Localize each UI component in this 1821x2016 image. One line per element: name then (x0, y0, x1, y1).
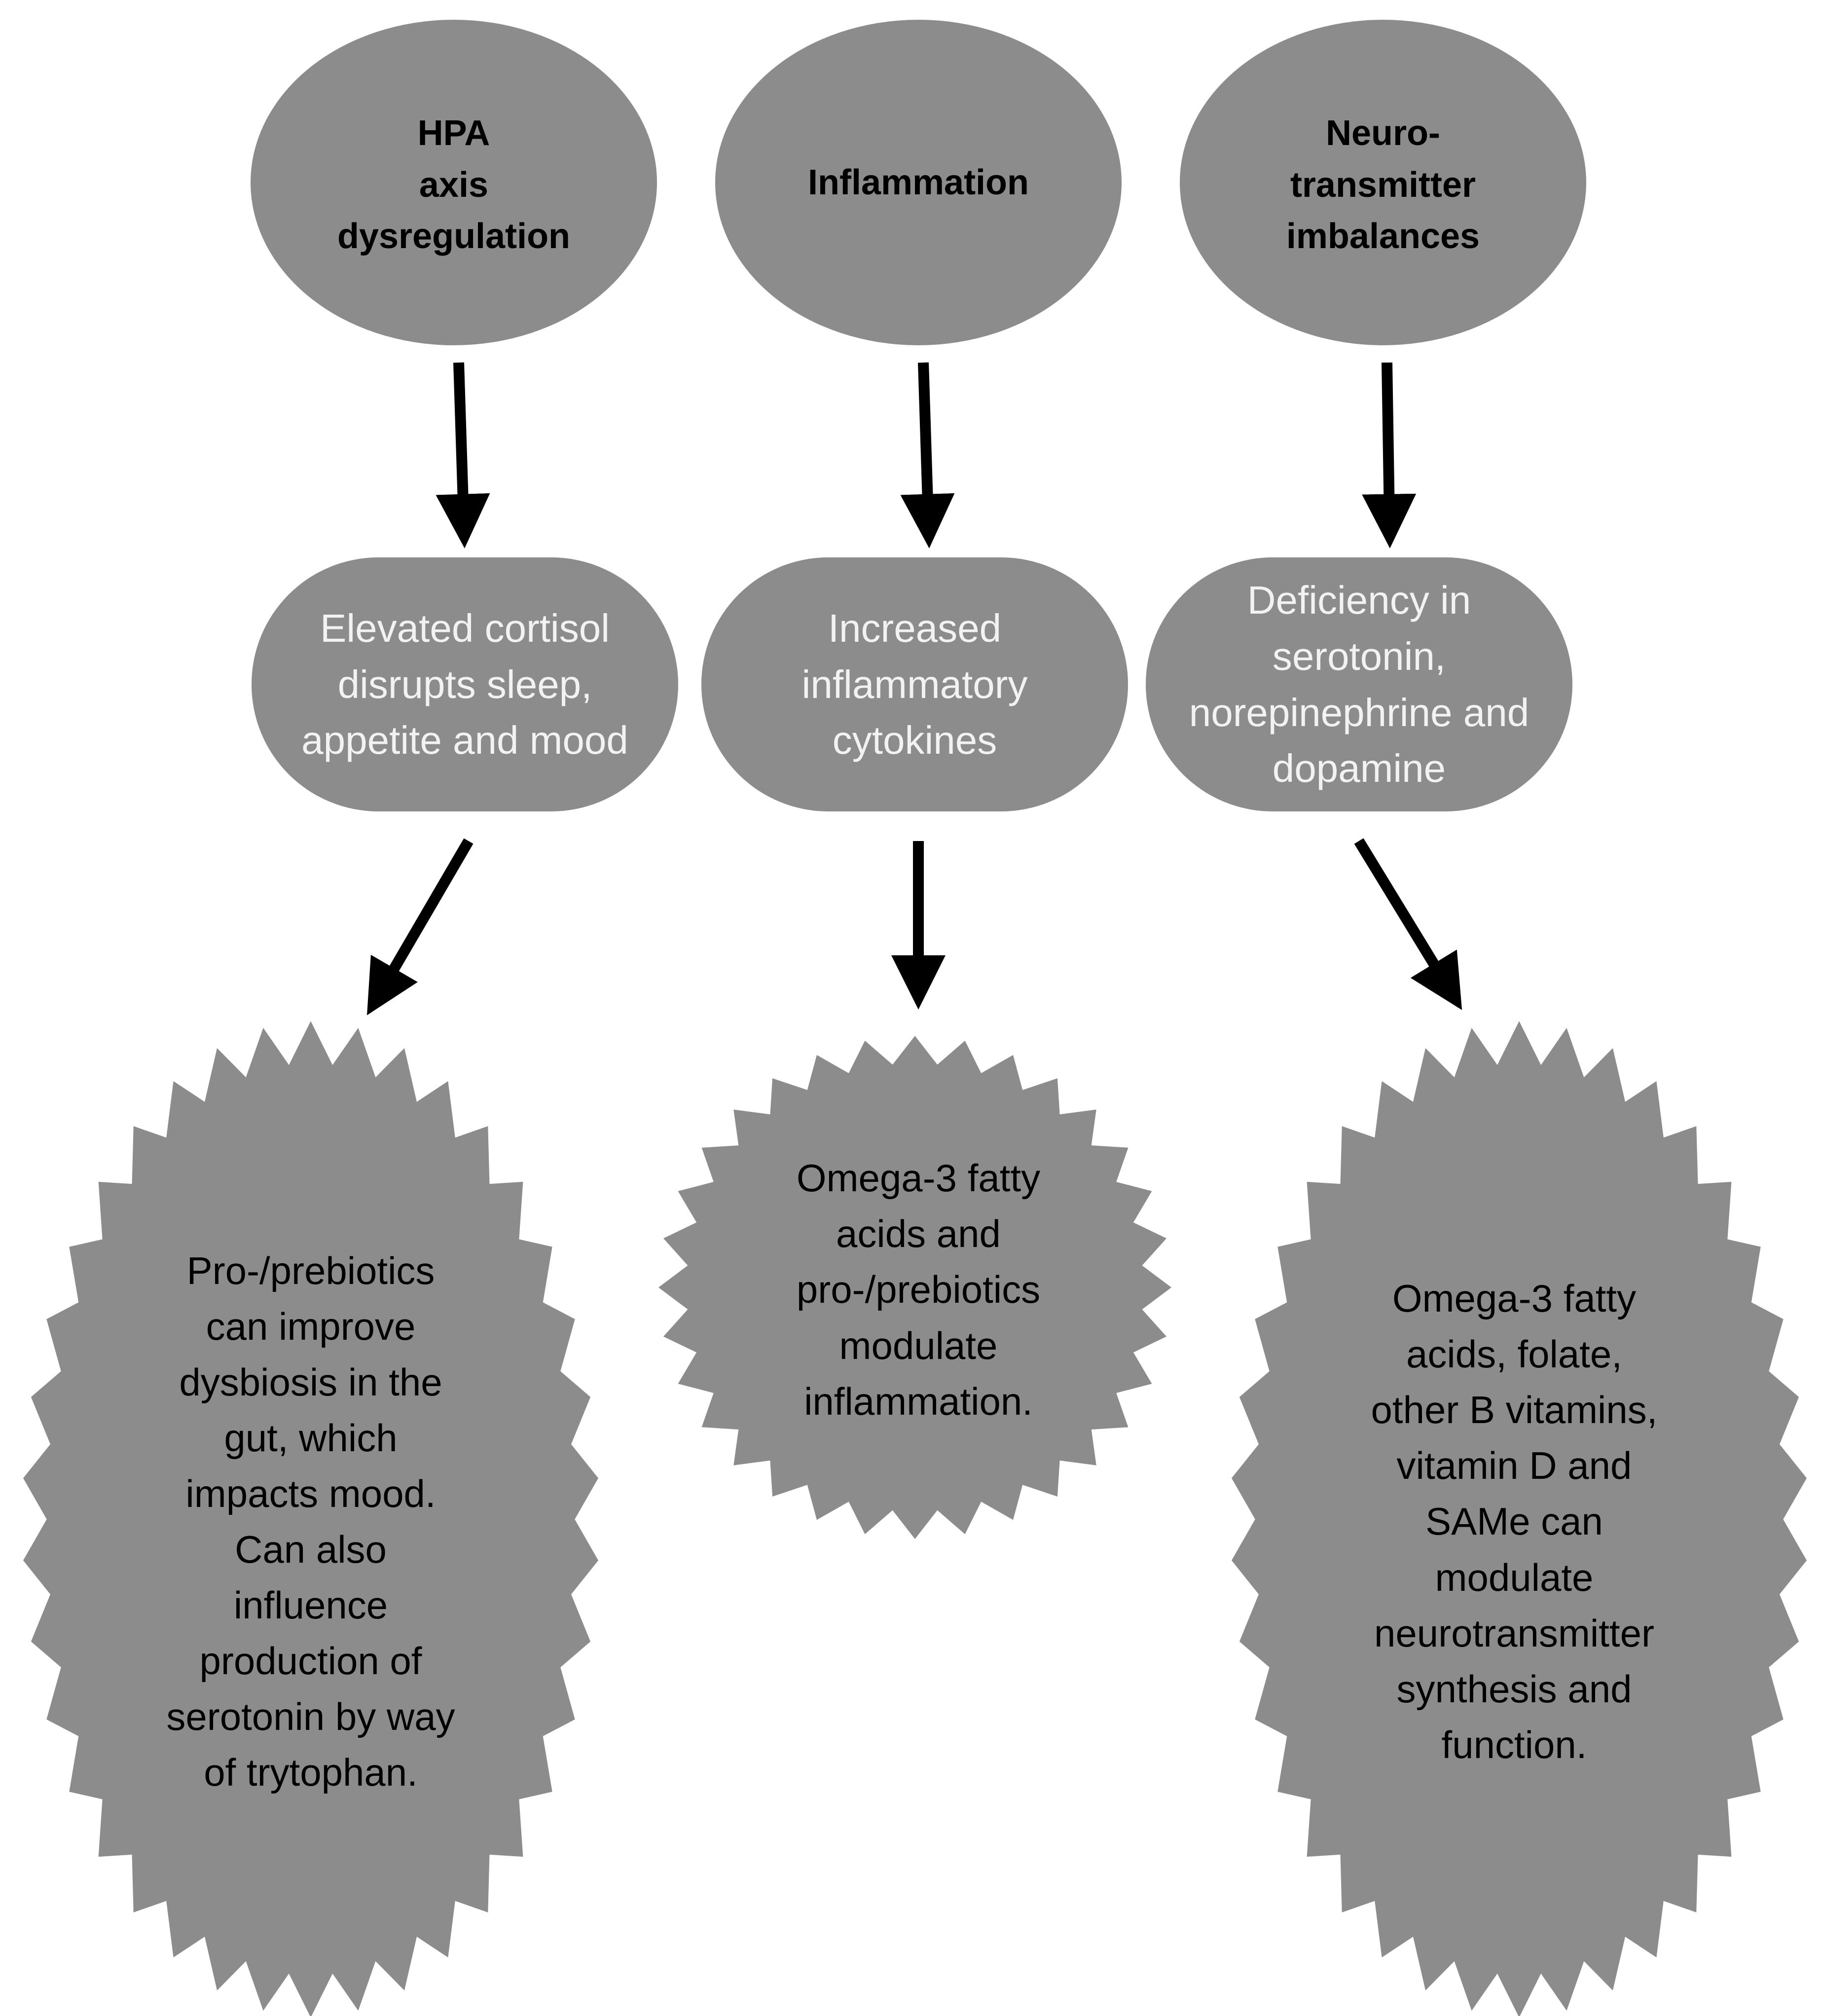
intervention-label-vitamins: Omega-3 fatty acids, folate, other B vit… (1371, 1277, 1658, 1766)
intervention-node-probiotics (23, 1021, 598, 2016)
effect-label-cortisol: Elevated cortisol disrupts sleep, appeti… (301, 606, 628, 763)
cause-label-inflammation: Inflammation (807, 162, 1029, 202)
intervention-label-omega3: Omega-3 fatty acids and pro-/prebiotics … (796, 1156, 1041, 1423)
effect-label-deficiency: Deficiency in serotonin, norepinephrine … (1189, 578, 1530, 791)
effect-node-cortisol (252, 557, 678, 811)
arrow-cause-to-effect-1 (436, 362, 490, 549)
cause-node-neurotransmitter (1180, 20, 1586, 345)
arrow-cause-to-effect-2 (900, 362, 955, 549)
intervention-node-vitamins (1232, 1021, 1807, 2016)
arrow-effect-to-intervention-3 (1354, 838, 1462, 1010)
cause-label-hpa: HPA axis dysregulation (337, 113, 571, 257)
cause-node-inflammation (715, 20, 1122, 345)
intervention-node-omega3 (658, 1036, 1171, 1539)
cause-node-hpa (251, 20, 657, 345)
cause-label-neurotransmitter: Neuro- transmitter imbalances (1286, 113, 1480, 257)
effect-node-deficiency (1146, 557, 1572, 811)
arrow-effect-to-intervention-1 (366, 838, 473, 1016)
effect-label-cytokines: Increased inflammatory cytokines (801, 606, 1028, 763)
intervention-label-probiotics: Pro-/prebiotics can improve dysbiosis in… (166, 1248, 455, 1795)
arrow-cause-to-effect-3 (1362, 362, 1417, 549)
effect-node-cytokines (701, 557, 1128, 811)
